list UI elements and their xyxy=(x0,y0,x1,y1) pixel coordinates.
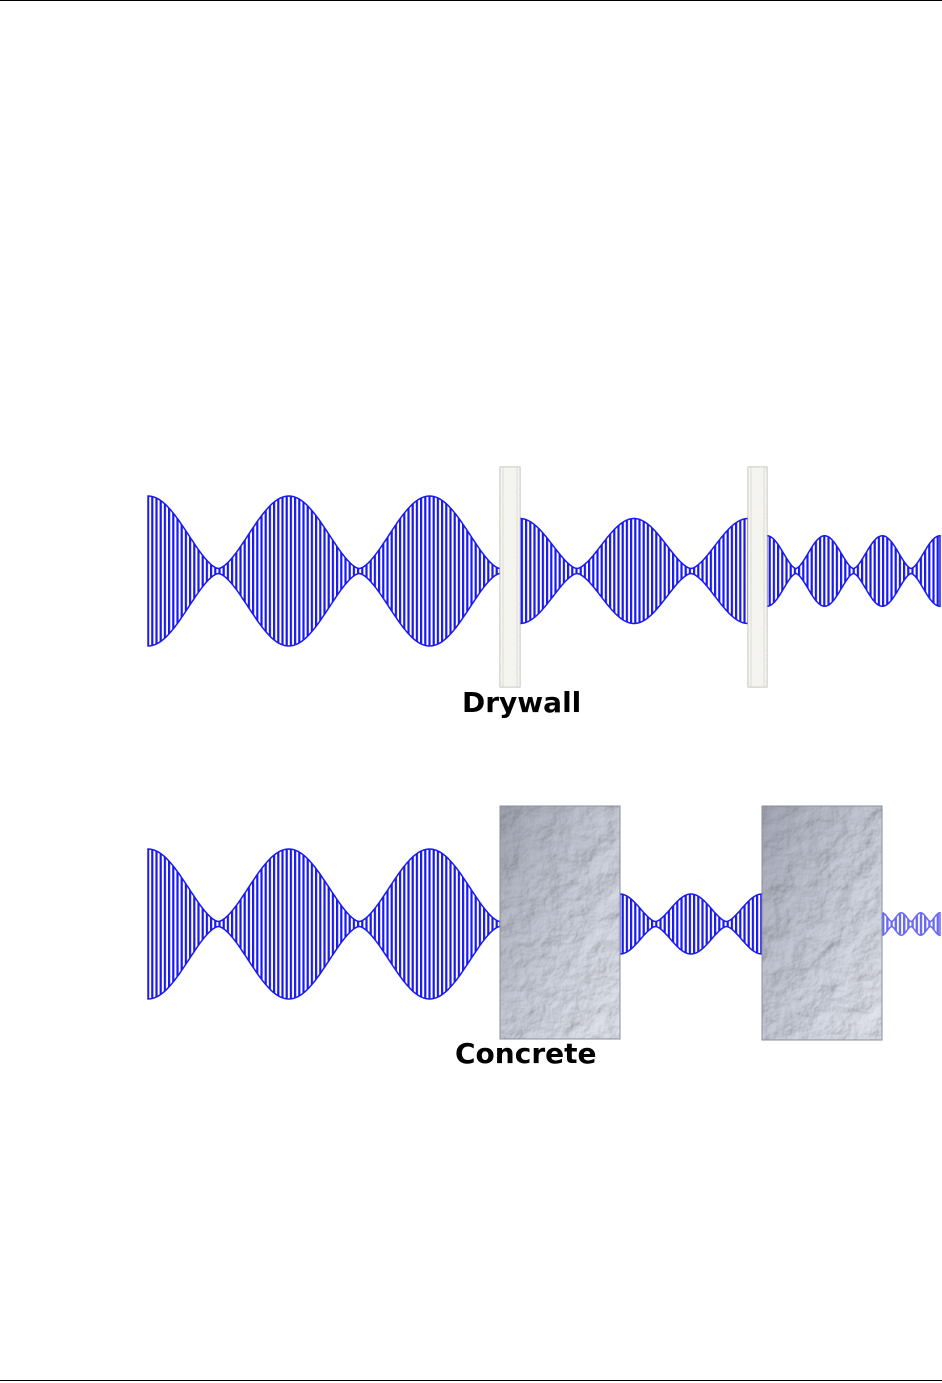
concrete-signal-segment-3 xyxy=(882,913,940,936)
concrete-label: Concrete xyxy=(455,1037,597,1070)
drywall-label: Drywall xyxy=(462,686,581,719)
drywall-signal-segment-2 xyxy=(520,519,748,624)
concrete-panel xyxy=(148,806,940,1040)
drywall-signal-segment-1 xyxy=(148,496,500,646)
concrete-signal-segment-2 xyxy=(620,894,762,954)
concrete-wall-1 xyxy=(500,806,620,1039)
concrete-signal-segment-1 xyxy=(148,849,500,999)
concrete-wall-2 xyxy=(762,806,882,1040)
drywall-panel xyxy=(148,467,940,687)
drywall-wall-1 xyxy=(500,467,520,687)
drywall-wall-2 xyxy=(748,467,767,687)
drywall-signal-segment-3 xyxy=(767,536,940,607)
